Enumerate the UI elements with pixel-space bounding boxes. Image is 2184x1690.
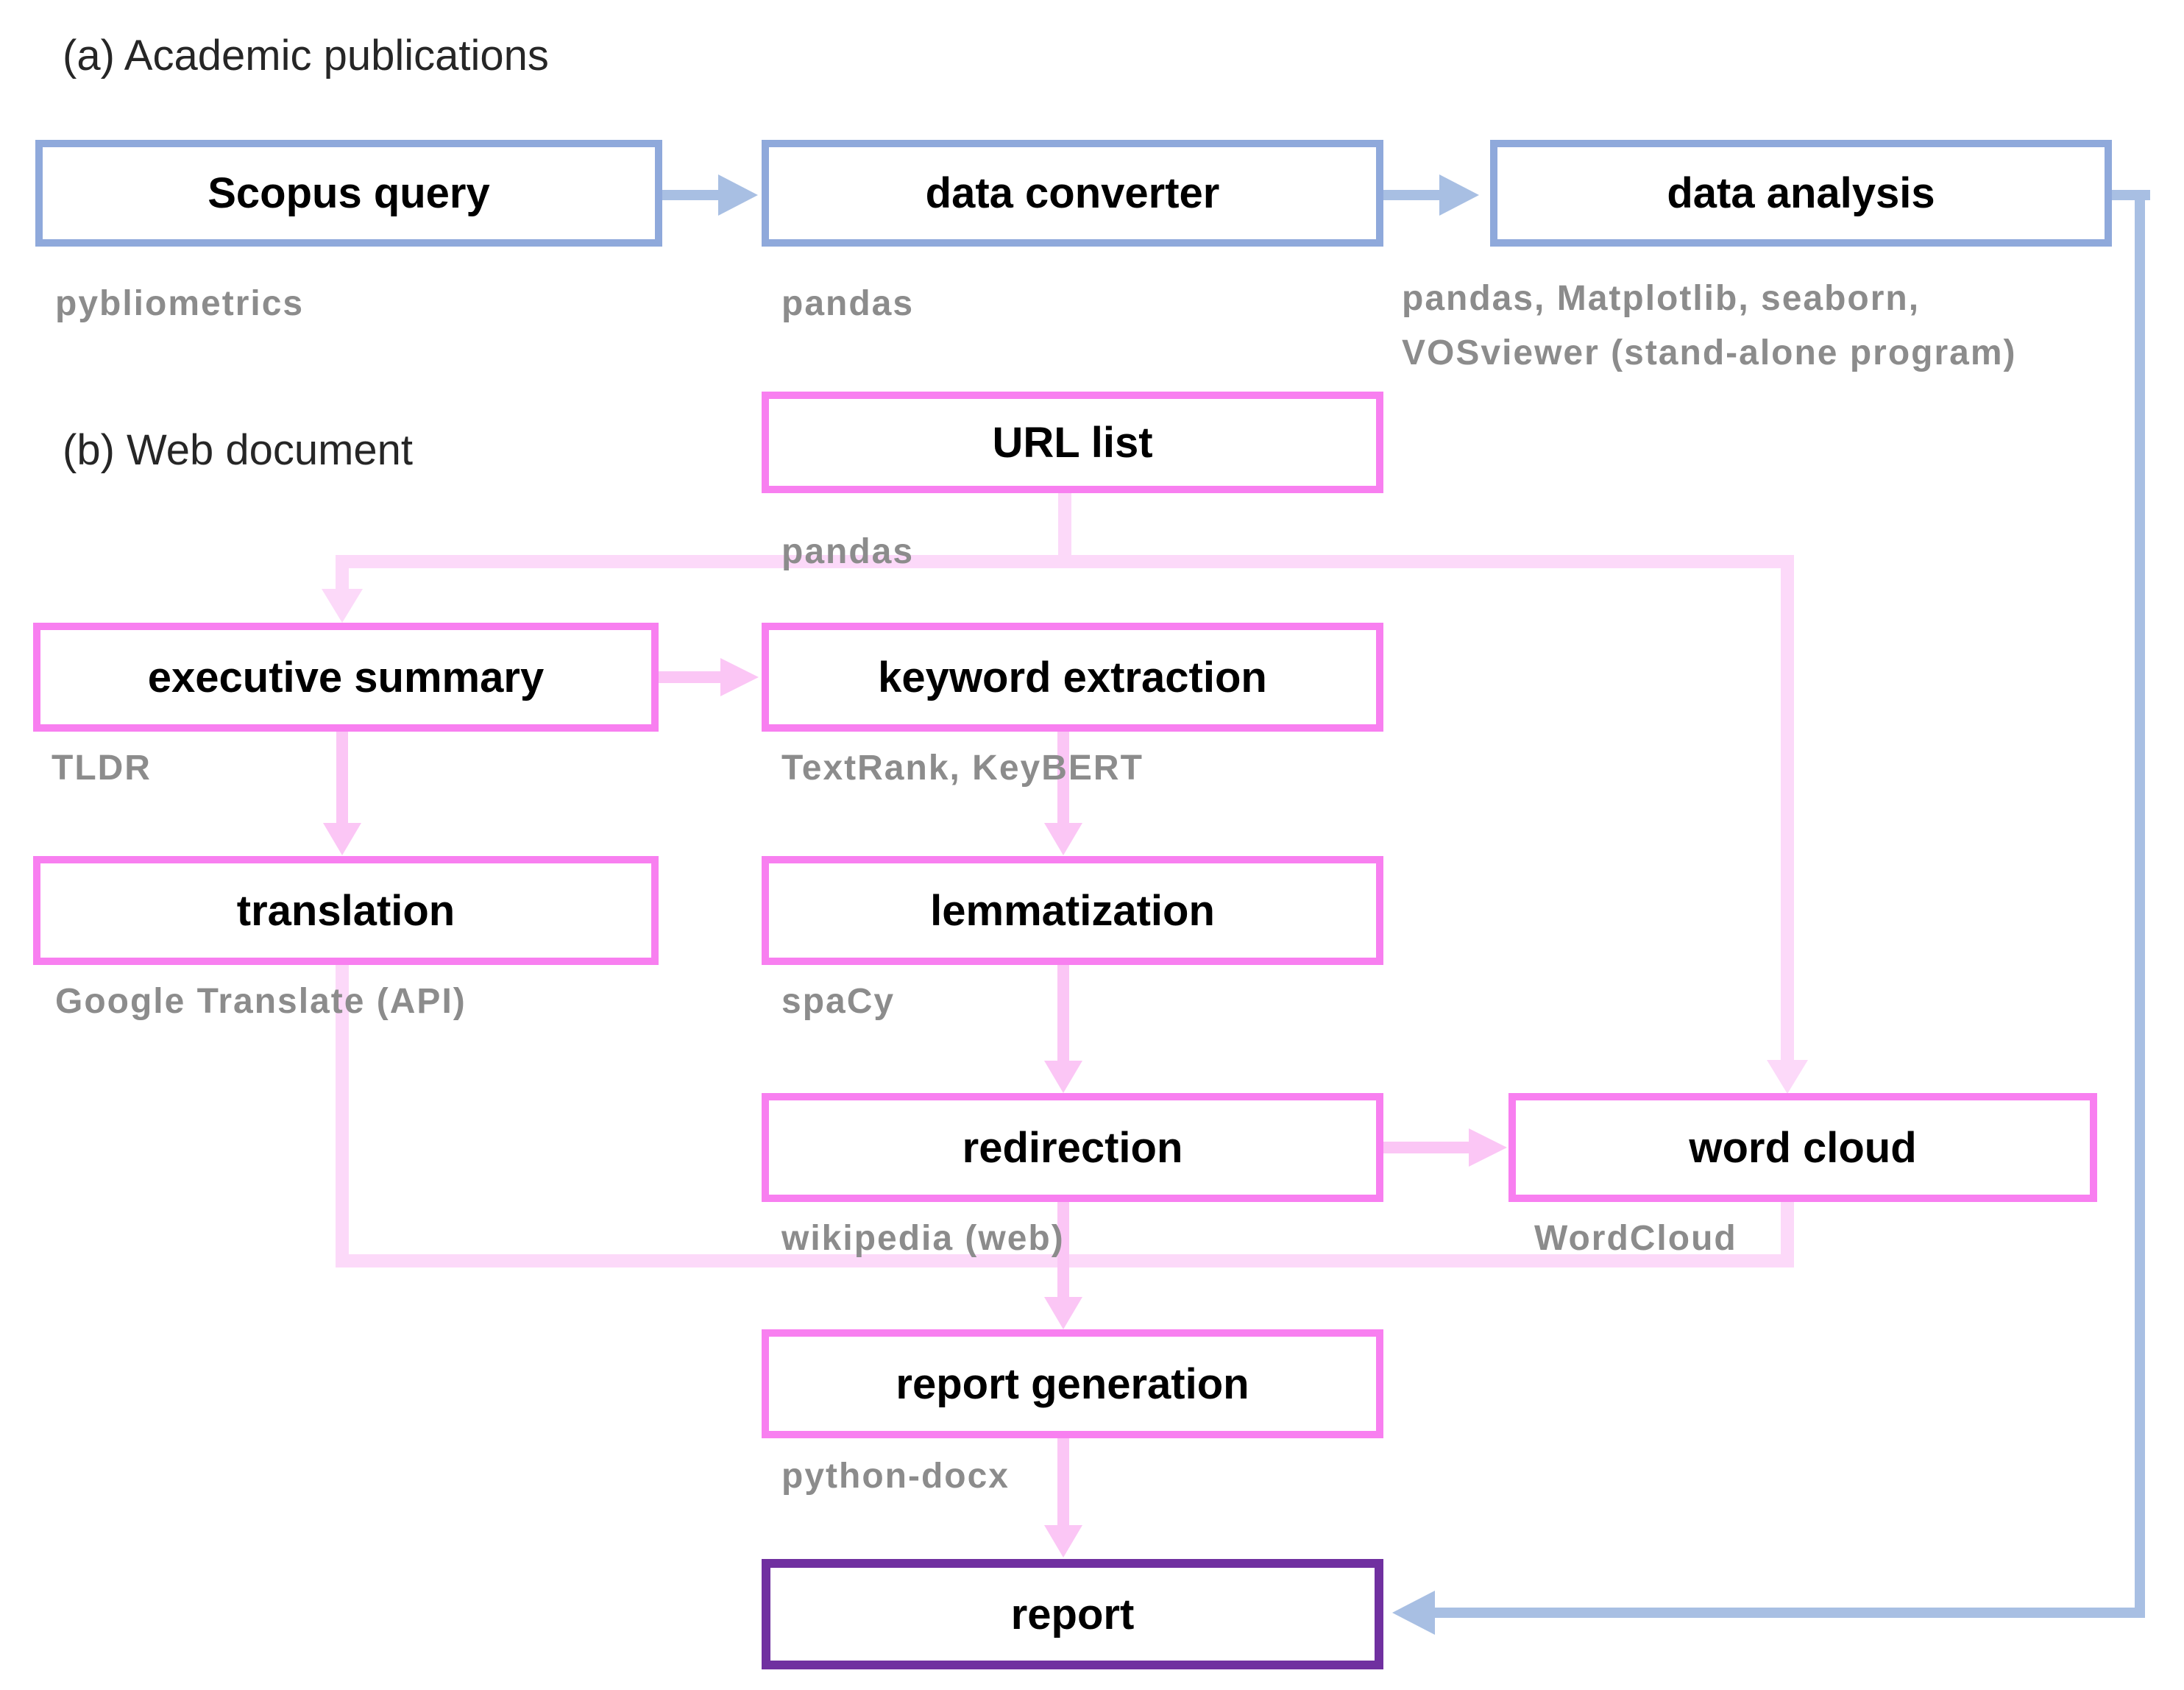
edge-translation-merge-drop	[336, 965, 349, 1268]
edge-urllist-to-execsummary-arrowhead	[322, 589, 363, 623]
edge-redirection-to-reportgen-arrowhead	[1044, 1297, 1082, 1329]
edge-scopus-to-converter-shaft	[662, 190, 718, 200]
tool-label-wikipedia: wikipedia (web)	[781, 1219, 1065, 1258]
node-scopus-query: Scopus query	[35, 140, 662, 247]
node-report: report	[762, 1559, 1383, 1669]
edge-keyword-to-lemmatization-arrowhead	[1044, 823, 1082, 855]
tool-label-google-translate: Google Translate (API)	[55, 982, 467, 1021]
edge-execsummary-to-keyword-shaft	[659, 671, 720, 683]
node-report-generation: report generation	[762, 1329, 1383, 1438]
edge-lemmatization-to-redirection-arrowhead	[1044, 1061, 1082, 1093]
tool-label-spacy: spaCy	[781, 982, 896, 1021]
tool-label-wordcloud-lib: WordCloud	[1534, 1219, 1737, 1258]
edge-keyword-to-lemmatization-shaft	[1057, 732, 1069, 823]
edge-execsummary-to-keyword-arrowhead	[720, 658, 759, 696]
tool-label-pandas-urllist: pandas	[781, 532, 915, 571]
edge-redirection-to-wordcloud-shaft	[1383, 1142, 1469, 1153]
node-translation: translation	[33, 856, 659, 965]
edge-urllist-to-execsummary-drop	[336, 555, 349, 590]
tool-label-textrank-keybert: TextRank, KeyBERT	[781, 749, 1144, 788]
edge-reportgen-to-report-arrowhead	[1044, 1525, 1082, 1558]
edge-analysis-to-report-arrowhead	[1392, 1591, 1435, 1635]
tool-label-analysis-line1: pandas, Matplotlib, seaborn,	[1402, 279, 1921, 318]
node-data-converter: data converter	[762, 140, 1383, 247]
node-keyword-extraction: keyword extraction	[762, 623, 1383, 732]
edge-lemmatization-to-redirection-shaft	[1057, 965, 1069, 1061]
edge-urllist-branch-horizontal	[336, 555, 1794, 568]
node-executive-summary: executive summary	[33, 623, 659, 732]
tool-label-pandas-converter: pandas	[781, 284, 915, 323]
edge-execsummary-to-translation-arrowhead	[323, 823, 361, 855]
edge-urllist-down-stub	[1058, 492, 1071, 568]
edge-execsummary-to-translation-shaft	[336, 732, 348, 823]
edge-redirection-to-reportgen-shaft	[1057, 1202, 1069, 1297]
section-b-heading: (b) Web document	[63, 426, 414, 474]
edge-wordcloud-merge-drop	[1781, 1202, 1794, 1268]
edge-scopus-to-converter-arrowhead	[718, 174, 758, 216]
tool-label-analysis-line2: VOSviewer (stand-alone program)	[1402, 333, 2017, 372]
edge-analysis-to-report-horizontal	[1435, 1608, 2145, 1618]
edge-urllist-to-wordcloud-arrowhead	[1767, 1060, 1808, 1094]
node-lemmatization: lemmatization	[762, 856, 1383, 965]
node-data-analysis: data analysis	[1490, 140, 2112, 247]
node-url-list: URL list	[762, 392, 1383, 493]
tool-label-pybliometrics: pybliometrics	[55, 284, 305, 323]
node-redirection: redirection	[762, 1093, 1383, 1202]
edge-redirection-to-wordcloud-arrowhead	[1469, 1128, 1507, 1167]
edge-reportgen-to-report-shaft	[1057, 1438, 1069, 1525]
edge-analysis-to-report-vertical	[2135, 190, 2145, 1618]
node-word-cloud: word cloud	[1508, 1093, 2097, 1202]
edge-urllist-to-wordcloud-drop	[1781, 555, 1794, 1061]
tool-label-python-docx: python-docx	[781, 1457, 1010, 1496]
edge-converter-to-analysis-shaft	[1383, 190, 1439, 200]
edge-converter-to-analysis-arrowhead	[1439, 174, 1479, 216]
tool-label-tldr: TLDR	[52, 749, 152, 788]
section-a-heading: (a) Academic publications	[63, 32, 549, 79]
